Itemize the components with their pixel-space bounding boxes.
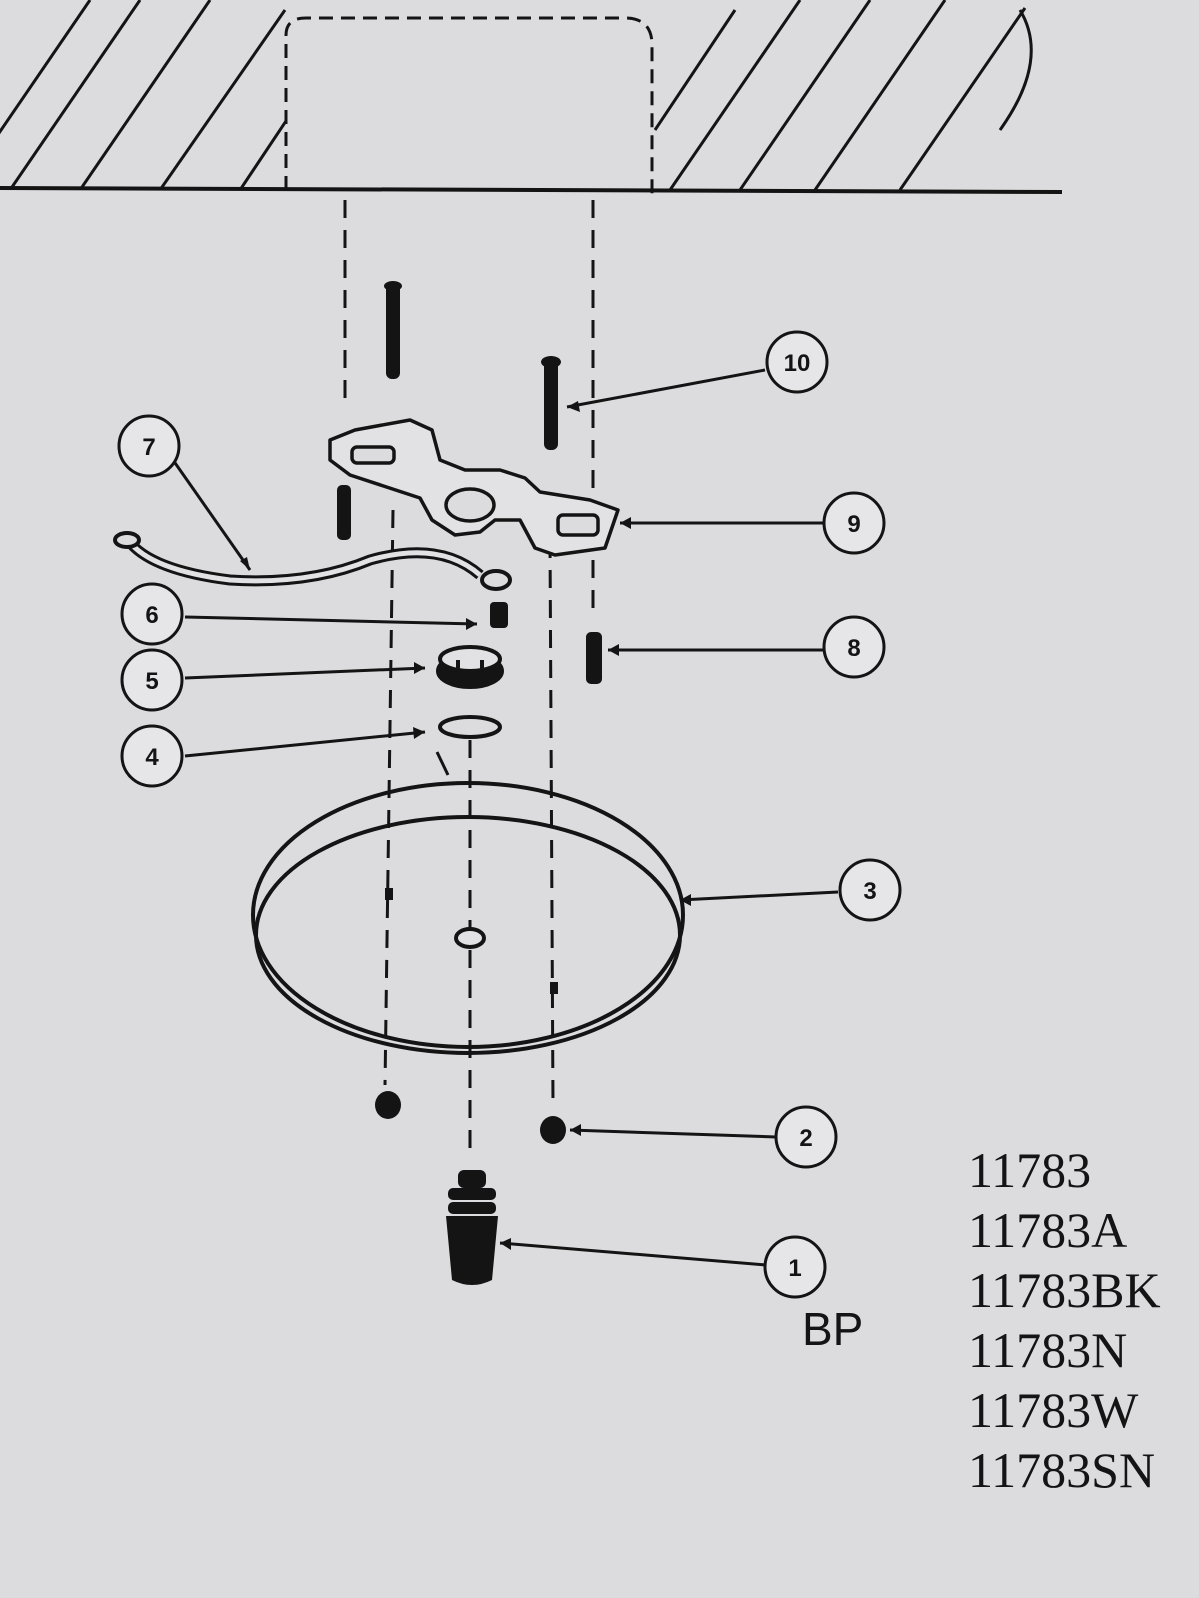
model-number: 11783BK	[968, 1262, 1161, 1318]
leader-lines	[171, 368, 839, 1267]
callout-6: 6	[120, 582, 184, 646]
svg-text:4: 4	[145, 744, 159, 771]
cap-nut-right	[540, 1116, 566, 1144]
model-number: 11783W	[968, 1382, 1139, 1438]
model-number: 11783A	[968, 1202, 1128, 1258]
outlet-box-outline	[284, 16, 654, 195]
svg-text:10: 10	[784, 350, 811, 377]
hex-nut	[436, 645, 504, 689]
svg-text:7: 7	[142, 434, 155, 461]
svg-text:6: 6	[145, 602, 158, 629]
crossbar-bracket	[328, 418, 620, 557]
ceiling-right-edge	[998, 9, 1033, 131]
finial-cap	[446, 1170, 498, 1285]
canopy-hole-left	[385, 888, 393, 900]
ceiling-line	[0, 186, 1063, 194]
svg-text:2: 2	[799, 1125, 812, 1152]
callout-3: 3	[838, 858, 902, 922]
short-screw-left	[337, 485, 351, 540]
mounting-screw-left	[384, 281, 402, 379]
callout-5: 5	[120, 648, 184, 712]
washer-mark	[435, 751, 450, 776]
svg-text:1: 1	[788, 1255, 801, 1282]
svg-text:5: 5	[145, 668, 158, 695]
svg-text:3: 3	[863, 878, 876, 905]
model-number: 11783N	[968, 1322, 1128, 1378]
model-number-list: 11783 11783A 11783BK 11783N 11783W 11783…	[968, 1140, 1161, 1500]
finish-code-label: BP	[802, 1303, 864, 1355]
ground-wire	[113, 531, 512, 591]
svg-text:8: 8	[847, 635, 860, 662]
washer	[438, 715, 502, 739]
short-screw-right	[586, 632, 602, 684]
canopy-hole-right	[550, 982, 558, 994]
callout-7: 7	[117, 414, 181, 478]
callout-8: 8	[822, 615, 886, 679]
outlet-box	[286, 18, 652, 195]
cap-nut-left	[375, 1091, 401, 1119]
leader-arrowheads	[240, 401, 691, 1250]
ground-screw	[490, 602, 508, 628]
callout-9: 9	[822, 491, 886, 555]
model-number: 11783SN	[968, 1442, 1156, 1498]
callout-4: 4	[120, 724, 184, 788]
callout-10: 10	[765, 330, 829, 394]
callout-1: 1	[763, 1235, 827, 1299]
model-number: 11783	[968, 1142, 1092, 1198]
callout-2: 2	[774, 1105, 838, 1169]
svg-text:9: 9	[847, 511, 860, 538]
mounting-screw-right	[541, 356, 561, 450]
canopy	[251, 781, 685, 1055]
